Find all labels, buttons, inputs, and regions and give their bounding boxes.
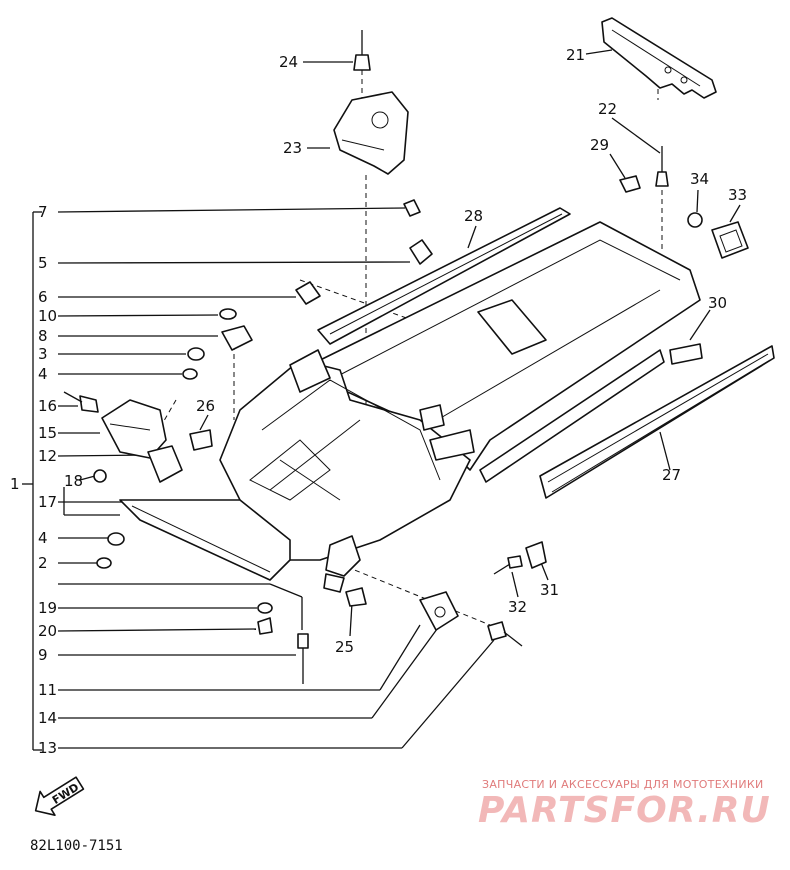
part-label-26: 26 [196, 397, 215, 415]
part-label-4-upper: 4 [38, 365, 48, 383]
part-label-11: 11 [38, 681, 57, 699]
part-label-1: 1 [10, 475, 20, 493]
bolt-24 [353, 30, 371, 71]
part-label-29: 29 [590, 136, 609, 154]
part-label-22: 22 [598, 100, 617, 118]
part-label-24: 24 [279, 53, 298, 71]
part-label-6: 6 [38, 288, 48, 306]
diagram-reference-code: 82L100-7151 [30, 838, 123, 854]
rail-27 [539, 345, 775, 499]
part-label-15: 15 [38, 424, 57, 442]
part-label-7: 7 [38, 203, 48, 221]
part-label-5: 5 [38, 254, 48, 272]
part-label-33: 33 [728, 186, 747, 204]
part-label-13: 13 [38, 739, 57, 757]
part-label-2: 2 [38, 554, 48, 572]
part-labels: 7 5 6 10 8 3 4 16 15 12 1 18 17 4 2 19 2… [10, 46, 747, 757]
part-label-14: 14 [38, 709, 57, 727]
part-label-19: 19 [38, 599, 57, 617]
part-label-27: 27 [662, 466, 681, 484]
part-label-32: 32 [508, 598, 527, 616]
part-label-28: 28 [464, 207, 483, 225]
part-label-17: 17 [38, 493, 57, 511]
label-30 [669, 343, 703, 365]
part-label-4-lower: 4 [38, 529, 48, 547]
cap-29 [619, 175, 641, 193]
part-label-16: 16 [38, 397, 57, 415]
bracket-21 [601, 17, 717, 99]
part-label-8: 8 [38, 327, 48, 345]
part-label-31: 31 [540, 581, 559, 599]
part-label-18: 18 [64, 472, 83, 490]
part-label-10: 10 [38, 307, 57, 325]
watermark-tagline: ЗАПЧАСТИ И АКСЕССУАРЫ ДЛЯ МОТОТЕХНИКИ [482, 778, 764, 791]
frame-body [63, 221, 701, 593]
part-label-9: 9 [38, 646, 48, 664]
part-label-21: 21 [566, 46, 585, 64]
watermark: ЗАПЧАСТИ И АКСЕССУАРЫ ДЛЯ МОТОТЕХНИКИ PA… [478, 778, 771, 831]
watermark-brand: PARTSFOR.RU [478, 790, 771, 831]
part-label-23: 23 [283, 139, 302, 157]
part-label-30: 30 [708, 294, 727, 312]
part-label-12: 12 [38, 447, 57, 465]
part-label-34: 34 [690, 170, 709, 188]
part-label-25: 25 [335, 638, 354, 656]
part-label-20: 20 [38, 622, 57, 640]
plate-33 [711, 221, 749, 259]
bracket-23 [333, 91, 409, 175]
grommet-34 [687, 212, 703, 228]
small-parts [93, 199, 547, 684]
rail-28 [317, 207, 571, 345]
part-label-3: 3 [38, 345, 48, 363]
bolt-22 [655, 146, 669, 187]
fwd-arrow: FWD [34, 776, 85, 816]
